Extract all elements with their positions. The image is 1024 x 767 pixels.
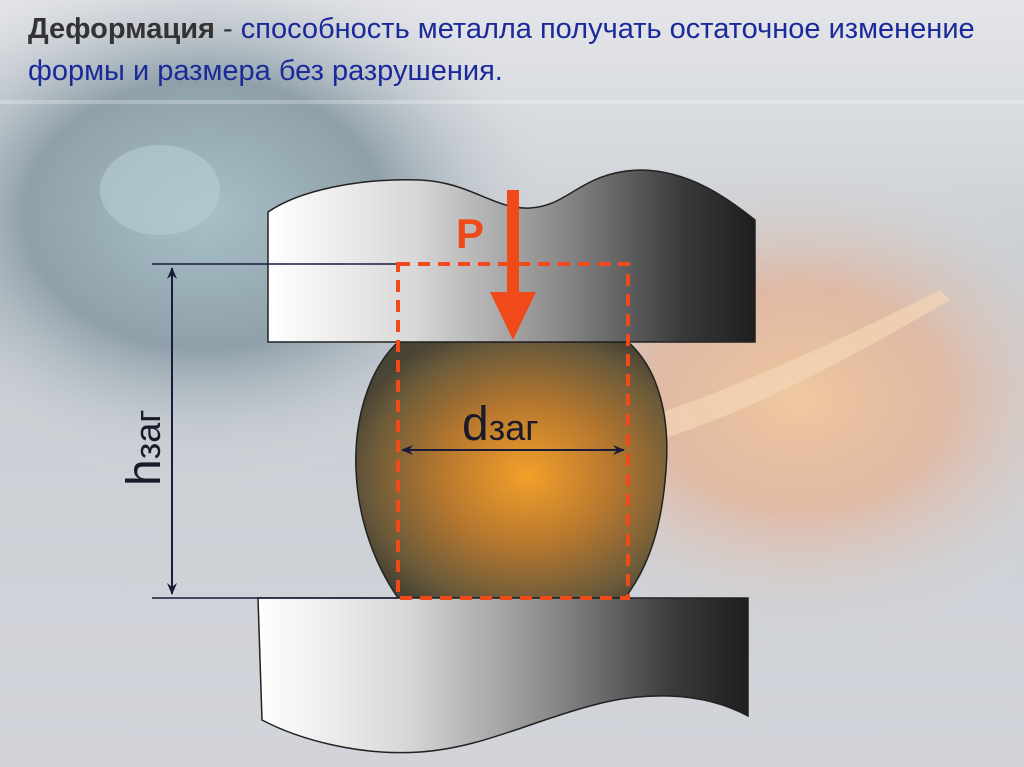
height-label-main: h [118,459,171,486]
diameter-label-main: d [462,398,489,451]
force-arrow [490,190,536,340]
diameter-label-sub: заг [489,407,539,448]
diameter-label: dзаг [462,398,538,451]
height-label: hзаг [118,410,171,486]
definition-term: Деформация [28,13,215,45]
definition-separator: - [223,13,233,45]
original-billet-outline [396,262,630,600]
definition-text: способность металла получать остаточное … [28,13,975,87]
height-label-sub: заг [127,410,168,460]
force-label: P [456,210,484,257]
definition-heading: Деформация - способность металла получат… [28,8,988,92]
deformed-workpiece [355,341,668,599]
lower-die [257,597,749,754]
